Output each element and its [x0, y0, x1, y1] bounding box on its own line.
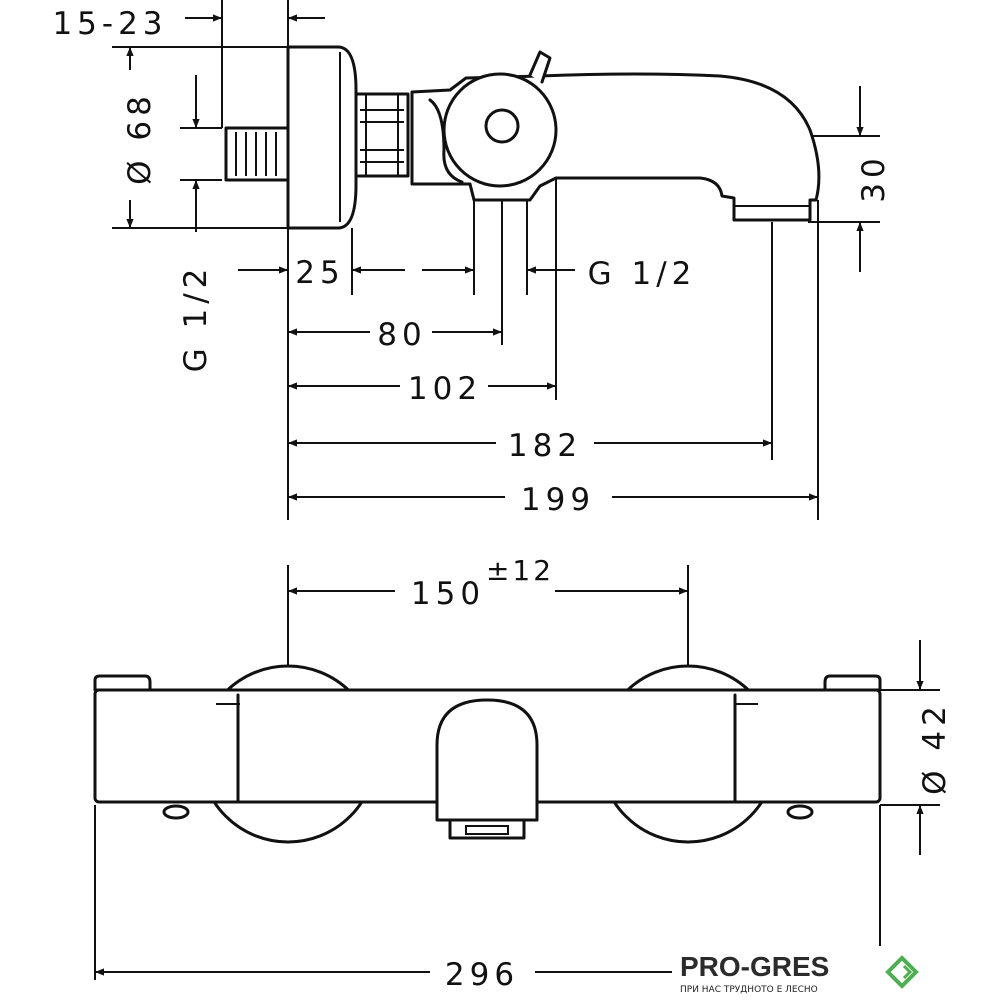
diamond-icon: [885, 955, 919, 989]
side-view: Ø 68 15-23 G 1/2 25 G 1/2 80 102 182 199: [52, 0, 892, 520]
spout-front: [435, 698, 539, 822]
dim-150: 150: [411, 576, 485, 612]
dim-thread-right: G 1/2: [588, 256, 697, 292]
logo-name: PRO-GRES: [680, 951, 829, 982]
dim-102: 102: [408, 371, 482, 407]
dim-199: 199: [521, 482, 595, 518]
dim-25: 25: [295, 255, 344, 291]
dim-diameter-42: Ø 42: [917, 701, 953, 795]
logo-tagline: ПРИ НАС ТРУДНОТО Е ЛЕСНО: [680, 985, 818, 995]
hex-nut: [354, 92, 410, 178]
connector-threads: [235, 132, 277, 176]
wall-flange: [286, 45, 358, 230]
dim-30: 30: [856, 153, 892, 202]
dim-80: 80: [377, 317, 426, 353]
diamond-inner: [902, 964, 913, 980]
dim-182: 182: [508, 428, 582, 464]
logo-background: [672, 946, 922, 996]
diamond-outer: [885, 955, 919, 989]
handle-lever: [528, 50, 552, 84]
dim-296: 296: [445, 957, 519, 993]
dim-15-23: 15-23: [52, 6, 167, 42]
pro-gres-logo: PRO-GRES ПРИ НАС ТРУДНОТО Е ЛЕСНО: [672, 946, 922, 996]
aerator: [465, 825, 509, 835]
handle-screw: [484, 108, 520, 144]
dim-thread-left: G 1/2: [178, 264, 214, 373]
right-cap: [823, 674, 882, 692]
dim-150-tolerance: ±12: [486, 554, 554, 587]
left-cap: [93, 674, 152, 692]
body-contour: [428, 98, 464, 184]
front-view: 150 ±12 Ø 42 296: [93, 554, 953, 993]
foot-right: [786, 804, 814, 820]
foot-left: [162, 804, 190, 820]
dim-diameter-68: Ø 68: [122, 91, 158, 185]
